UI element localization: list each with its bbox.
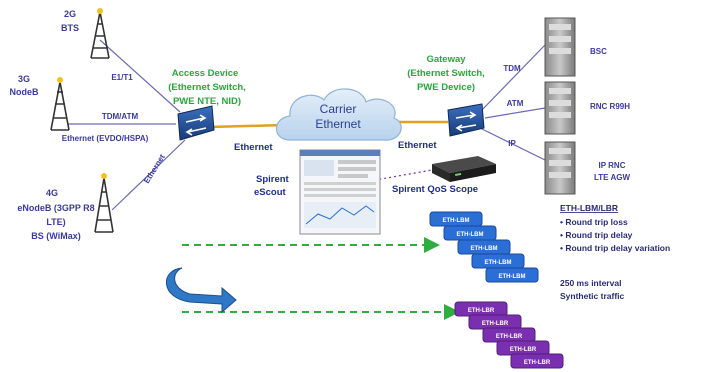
- access-switch-icon: [177, 105, 215, 141]
- lbm-packet: [485, 267, 539, 283]
- link-label-ethernet-4g: Ethernet: [142, 152, 167, 185]
- link-enodeb-access: [111, 139, 186, 211]
- gateway-line1: (Ethernet Switch,: [407, 68, 485, 79]
- qos-scope-label: Spirent QoS Scope: [392, 184, 478, 195]
- enodeb-line3: BS (WiMax): [31, 231, 80, 241]
- eth-lbm-title: ETH-LBM/LBR: [560, 203, 618, 213]
- link-label-ethernet-evdo: Ethernet (EVDO/HSPA): [62, 134, 149, 143]
- lbr-packet-label: ETH-LBR: [468, 308, 495, 314]
- lbr-packet: [510, 353, 564, 369]
- lbm-packet-label: ETH-LBM: [457, 232, 484, 238]
- link-gateway-bsc: [479, 44, 546, 113]
- bts-gen-label: 2G: [64, 9, 76, 19]
- lbr-packet-label: ETH-LBR: [510, 347, 537, 353]
- ethernet-label-left: Ethernet: [234, 142, 273, 153]
- escout-line2: eScout: [254, 187, 287, 198]
- access-device-line2: PWE NTE, NID): [173, 96, 241, 107]
- link-label-tdm: TDM: [503, 64, 521, 73]
- bts-name-label: BTS: [61, 23, 79, 33]
- gateway-title: Gateway: [426, 54, 466, 65]
- lbm-packet-label: ETH-LBM: [443, 218, 470, 224]
- gateway-line2: PWE Device): [417, 82, 475, 93]
- rnc-label: RNC R99H: [590, 102, 630, 111]
- tower-icon-2g: [90, 8, 110, 59]
- rack-icon-iprnc: [544, 141, 576, 195]
- rack-icon-bsc: [544, 17, 576, 77]
- links: [68, 39, 546, 211]
- tower-icon-3g: [50, 77, 70, 131]
- lbr-packet-label: ETH-LBR: [524, 360, 551, 366]
- lbr-packet-label: ETH-LBR: [496, 334, 523, 340]
- loopback-arrow-icon: [165, 267, 237, 314]
- qos-scope-device-icon: [432, 156, 496, 182]
- eth-lbm-bullet-3: • Round trip delay variation: [560, 243, 670, 253]
- synthetic-line2: Synthetic traffic: [560, 291, 625, 301]
- qos-probe-link: [329, 169, 433, 189]
- tower-icon-4g: [94, 173, 114, 233]
- lbm-packet-label: ETH-LBM: [471, 246, 498, 252]
- eth-lbm-bullet-2: • Round trip delay: [560, 230, 633, 240]
- access-device-line1: (Ethernet Switch,: [168, 82, 246, 93]
- gateway-switch-icon: [447, 103, 485, 137]
- eth-lbm-bullet-1: • Round trip loss: [560, 217, 628, 227]
- lbr-packet-label: ETH-LBR: [482, 321, 509, 327]
- iprnc-line1: IP RNC: [599, 161, 626, 170]
- access-device-title: Access Device: [172, 68, 239, 79]
- cloud-line2: Ethernet: [315, 117, 361, 131]
- lbm-packet-label: ETH-LBM: [485, 260, 512, 266]
- cloud-line1: Carrier: [320, 102, 357, 116]
- lbm-packet-stack: ETH-LBM ETH-LBM ETH-LBM ETH-LBM ETH-LBM: [429, 211, 539, 283]
- lbm-packet-label: ETH-LBM: [499, 274, 526, 280]
- link-label-tdm-atm: TDM/ATM: [102, 112, 139, 121]
- iprnc-line2: LTE AGW: [594, 173, 630, 182]
- link-label-atm: ATM: [507, 99, 524, 108]
- enodeb-gen-label: 4G: [46, 188, 58, 198]
- link-label-ip: IP: [508, 139, 516, 148]
- nodeb-name-label: NodeB: [10, 87, 40, 97]
- link-gateway-iprnc: [479, 127, 546, 161]
- synthetic-line1: 250 ms interval: [560, 278, 621, 288]
- rack-icon-rnc: [544, 81, 576, 135]
- escout-line1: Spirent: [256, 174, 290, 185]
- link-gateway-rnc: [484, 107, 546, 119]
- ethernet-label-right: Ethernet: [398, 140, 437, 151]
- bsc-label: BSC: [590, 47, 607, 56]
- lbr-packet-stack: ETH-LBR ETH-LBR ETH-LBR ETH-LBR ETH-LBR: [454, 301, 564, 369]
- trunk-access-cloud: [209, 123, 286, 129]
- link-label-e1t1: E1/T1: [111, 73, 133, 82]
- enodeb-line2: LTE): [46, 217, 65, 227]
- enodeb-line1: eNodeB (3GPP R8: [17, 203, 94, 213]
- carrier-ethernet-cloud: [275, 88, 402, 141]
- ethernet-trunks: [209, 120, 448, 129]
- link-bts-access: [99, 39, 181, 113]
- nodeb-gen-label: 3G: [18, 74, 30, 84]
- escout-window-icon: [299, 149, 381, 235]
